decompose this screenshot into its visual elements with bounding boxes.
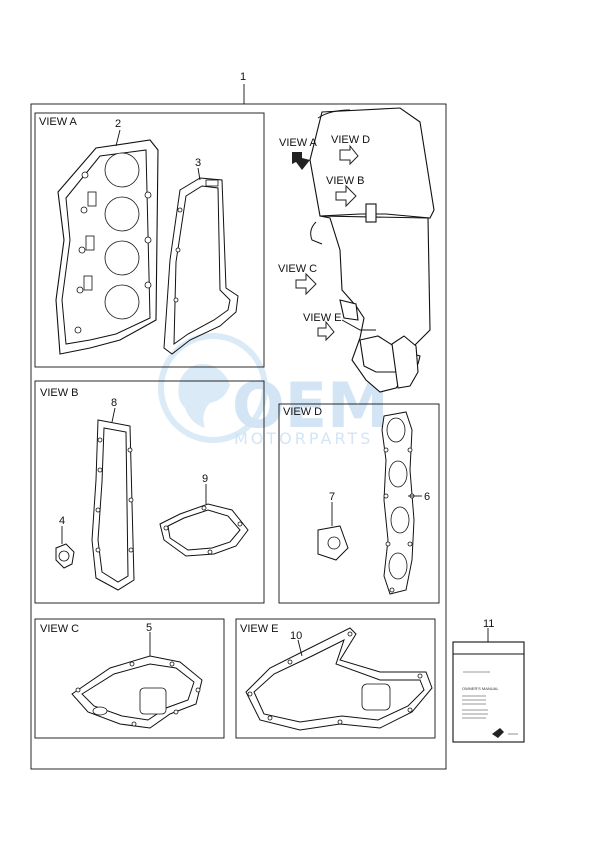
arrow-e-icon [317,320,335,342]
kit-frame [30,103,447,770]
view-d-label: VIEW D [283,406,322,418]
arrow-c-icon [295,272,317,296]
view-arrow-b: VIEW B [326,175,365,208]
gasket-4 [55,543,75,569]
arrow-label-d: VIEW D [331,134,370,146]
view-c-box [34,618,225,739]
outboard-motor-illustration [309,107,435,393]
cylinder-head-gasket [55,139,159,355]
view-arrow-a: VIEW A [279,137,318,170]
watermark-sub: MOTORPARTS [234,429,373,448]
callout-1: 1 [240,71,246,83]
arrow-a-icon [292,152,310,170]
view-arrow-d: VIEW D [331,134,370,166]
view-e-label: VIEW E [240,623,279,635]
callout-6: 6 [424,491,430,503]
watermark: OEM MOTORPARTS [158,333,389,448]
arrow-b-icon [335,184,357,208]
arrow-label-a: VIEW A [279,137,318,149]
arrow-d-icon [339,144,359,166]
head-cover-gasket [163,177,239,355]
view-b-box [34,380,265,604]
gasket-10 [245,627,433,731]
view-e-box [235,618,436,739]
gasket-9 [159,503,249,557]
manual-logo-icon [492,728,504,738]
view-b-label: VIEW B [40,387,79,399]
gasket-5 [71,655,203,729]
view-arrow-c: VIEW C [278,263,317,296]
callout-4: 4 [59,515,65,527]
arrow-label-e: VIEW E [303,312,342,324]
arrow-label-b: VIEW B [326,175,365,187]
callout-3: 3 [195,157,201,169]
manual-card-frame [452,641,525,743]
callout-10: 10 [290,630,302,642]
view-a-box [34,112,265,368]
callout-9: 9 [202,473,208,485]
view-d-box [278,403,440,604]
view-a-label: VIEW A [39,116,78,128]
view-arrow-e: VIEW E [303,312,342,342]
owners-manual-card: OWNER'S MANUAL [452,641,525,743]
gasket-7 [317,525,349,561]
manifold-gasket [381,411,415,595]
view-c-label: VIEW C [40,623,79,635]
arrow-label-c: VIEW C [278,263,317,275]
callout-11: 11 [483,618,494,630]
callout-7: 7 [329,491,335,503]
watermark-globe-icon [158,333,268,443]
gasket-8 [91,419,135,591]
callout-5: 5 [146,622,152,634]
callout-8: 8 [111,397,117,409]
callout-2: 2 [115,118,121,130]
manual-title: OWNER'S MANUAL [462,686,499,691]
